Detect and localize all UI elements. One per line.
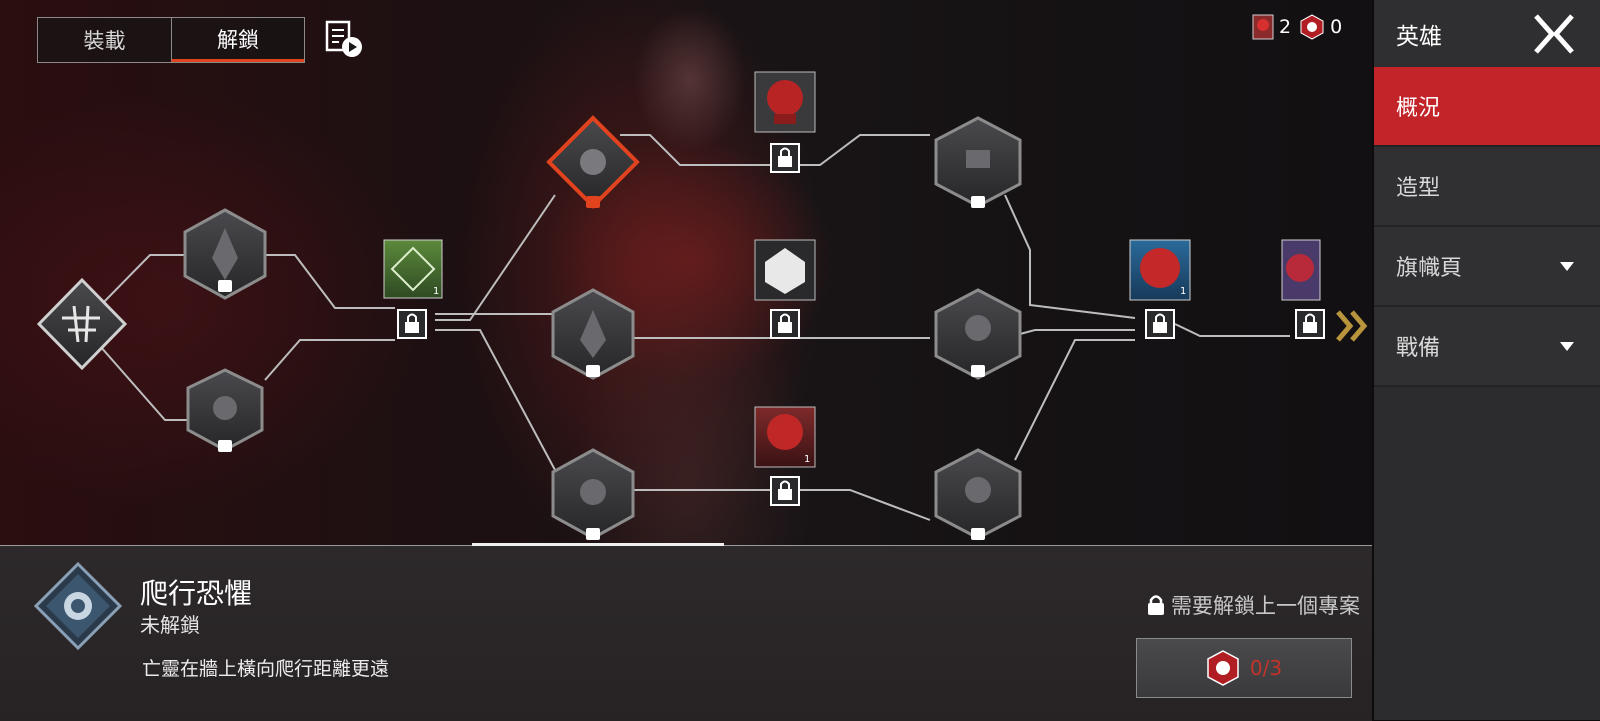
- sidebar-item-banner[interactable]: 旗幟頁: [1374, 227, 1600, 307]
- sidebar-item-label: 概況: [1396, 96, 1441, 121]
- requirement-note: 需要解鎖上一個專案: [1147, 590, 1360, 620]
- sidebar-item-overview[interactable]: 概況: [1374, 67, 1600, 147]
- lock-icon: [1148, 595, 1164, 615]
- reward-item-icon[interactable]: 1: [1129, 239, 1191, 301]
- close-icon[interactable]: [1534, 13, 1574, 54]
- sidebar-item-skins[interactable]: 造型: [1374, 147, 1600, 227]
- lock-icon: [1145, 309, 1175, 339]
- skull-emblem-icon[interactable]: [551, 288, 635, 380]
- reward-item-icon[interactable]: [1281, 239, 1321, 301]
- legend-emblem-icon[interactable]: [36, 277, 128, 371]
- reward-item-icon[interactable]: [754, 71, 816, 133]
- perk-name: 爬行恐懼: [140, 577, 253, 610]
- lock-icon: [770, 476, 800, 506]
- legend-sidebar: 英雄 概況 造型 旗幟頁 戰備: [1374, 0, 1600, 720]
- tab-unlock[interactable]: 解鎖: [171, 18, 304, 62]
- sidebar-item-loadout[interactable]: 戰備: [1374, 307, 1600, 387]
- crafting-token-icon: [1300, 14, 1324, 40]
- reward-item-icon[interactable]: 1: [383, 239, 443, 299]
- lock-icon: [1295, 309, 1325, 339]
- legend-token-icon: [1252, 14, 1274, 40]
- reward-item-icon[interactable]: 1: [754, 406, 816, 468]
- perk-description: 亡靈在牆上橫向爬行距離更遠: [142, 658, 390, 680]
- skill-tree-graph: 1: [36, 71, 1368, 540]
- unlock-cost: 0/3: [1249, 656, 1283, 680]
- video-preview-icon[interactable]: [325, 20, 365, 60]
- perk-node-icon[interactable]: [934, 116, 1022, 208]
- perk-info-panel: 爬行恐懼 未解鎖 亡靈在牆上橫向爬行距離更遠 需要解鎖上一個專案 0/3: [0, 543, 1372, 721]
- crafting-token-counter: 0: [1299, 14, 1342, 40]
- crafting-token-icon: [1207, 650, 1239, 686]
- currency-bar: 2 0: [1252, 14, 1342, 40]
- reward-count: 1: [804, 454, 810, 465]
- skull-emblem-icon[interactable]: [934, 448, 1022, 540]
- legend-token-count: 2: [1279, 16, 1292, 38]
- legend-token-counter: 2: [1252, 14, 1291, 40]
- chevron-down-icon: [1560, 261, 1574, 271]
- sidebar-item-label: 戰備: [1396, 336, 1441, 361]
- perk-node-icon[interactable]: [551, 448, 635, 540]
- crawling-fear-perk-icon[interactable]: [546, 115, 640, 209]
- lock-icon: [397, 309, 427, 339]
- perk-status: 未解鎖: [140, 613, 200, 637]
- loadout-tabs: 裝載 解鎖: [37, 17, 305, 63]
- perk-node-icon[interactable]: [183, 208, 267, 300]
- sidebar-item-label: 造型: [1396, 176, 1441, 201]
- requirement-text: 需要解鎖上一個專案: [1171, 594, 1360, 618]
- skill-tree-area: 1: [0, 0, 1372, 545]
- chevron-down-icon: [1560, 341, 1574, 351]
- reward-count: 1: [1180, 286, 1186, 297]
- legend-portrait-background: [470, 0, 910, 545]
- reward-item-icon[interactable]: [754, 239, 816, 301]
- next-chevron-icon[interactable]: [1336, 310, 1368, 342]
- sidebar-header: 英雄: [1374, 0, 1600, 67]
- reward-count: 1: [433, 286, 439, 297]
- perk-node-icon[interactable]: [186, 368, 264, 452]
- crafting-token-count: 0: [1330, 16, 1343, 38]
- lock-icon: [770, 143, 800, 173]
- skull-emblem-icon[interactable]: [934, 288, 1022, 380]
- tree-connectors: [99, 134, 1290, 521]
- lock-icon: [770, 309, 800, 339]
- crawling-fear-perk-icon: [33, 561, 123, 651]
- scroll-indicator[interactable]: [472, 543, 724, 546]
- unlock-button[interactable]: 0/3: [1136, 638, 1352, 698]
- sidebar-title: 英雄: [1396, 23, 1442, 50]
- tab-loadout[interactable]: 裝載: [83, 29, 126, 53]
- sidebar-item-label: 旗幟頁: [1396, 256, 1463, 281]
